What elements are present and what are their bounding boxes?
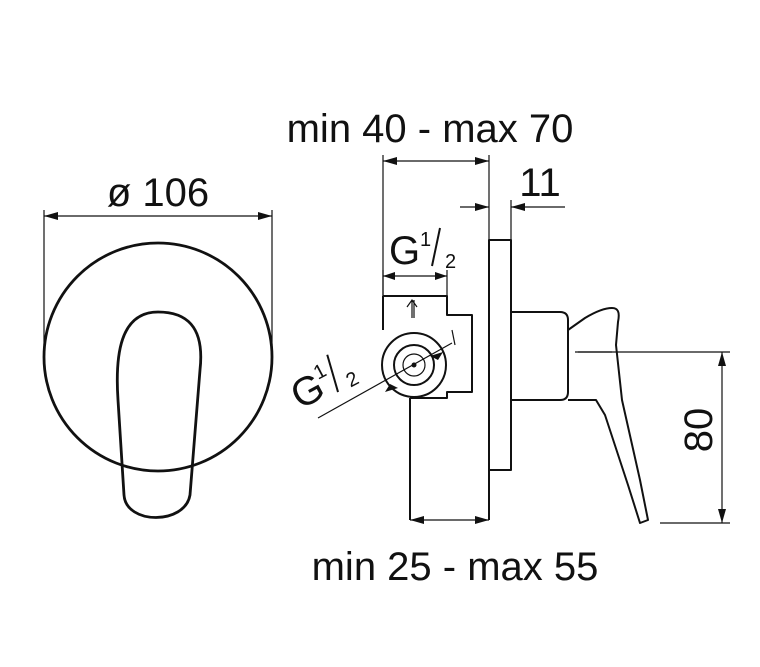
lever-handle-front (115, 310, 203, 519)
diameter-label: ø 106 (107, 171, 209, 215)
lever-height-label: 80 (677, 408, 721, 453)
valve-body-inner (451, 329, 456, 346)
plate-thickness-dimension: 11 (460, 161, 565, 240)
inlet-middle (393, 344, 435, 386)
diameter-arrow-left (44, 212, 58, 220)
inlet-outer (381, 332, 447, 398)
thread-top-denominator: 2 (445, 251, 456, 273)
thread-top-numerator: 1 (420, 229, 431, 251)
top-range-arrow-left (383, 157, 397, 165)
thread-side-fraction-bar (326, 354, 339, 393)
front-view: ø 106 (42, 171, 274, 519)
bottom-range-dimension: min 25 - max 55 (312, 516, 599, 589)
cover-plate-side (488, 239, 512, 471)
escutcheon (511, 311, 569, 401)
valve-body (383, 295, 473, 399)
plate-arrow-left (475, 203, 489, 211)
lever-height-arrow-top (718, 352, 726, 366)
cover-plate-front (42, 241, 274, 473)
plate-arrow-right (511, 203, 525, 211)
plate-thickness-label: 11 (519, 161, 561, 205)
thread-side-arrow-a (385, 384, 398, 392)
thread-top-arrow-left (383, 272, 395, 280)
diameter-arrow-right (258, 212, 272, 220)
inlet-inner (402, 353, 426, 377)
thread-top-letter: G (389, 229, 420, 273)
thread-top-arrow-right (435, 272, 447, 280)
thread-side-leader (317, 342, 453, 419)
top-range-arrow-right (475, 157, 489, 165)
lever-height-dimension: 80 (578, 351, 730, 524)
side-view (381, 239, 649, 524)
lever-height-arrow-bottom (718, 509, 726, 523)
lever-handle-side (567, 307, 649, 524)
bottom-range-arrow-left (410, 516, 424, 524)
bottom-range-arrow-right (475, 516, 489, 524)
thread-top-fraction-bar (431, 227, 441, 267)
top-range-dimension: min 40 - max 70 (287, 107, 574, 296)
thread-side-arrow-b (430, 352, 443, 360)
bottom-range-label: min 25 - max 55 (312, 545, 599, 589)
top-range-label: min 40 - max 70 (287, 107, 574, 151)
flow-arrow-icon (406, 298, 418, 318)
thread-top-callout: G 1 2 (382, 227, 456, 296)
thread-side-denominator: 2 (342, 367, 362, 392)
